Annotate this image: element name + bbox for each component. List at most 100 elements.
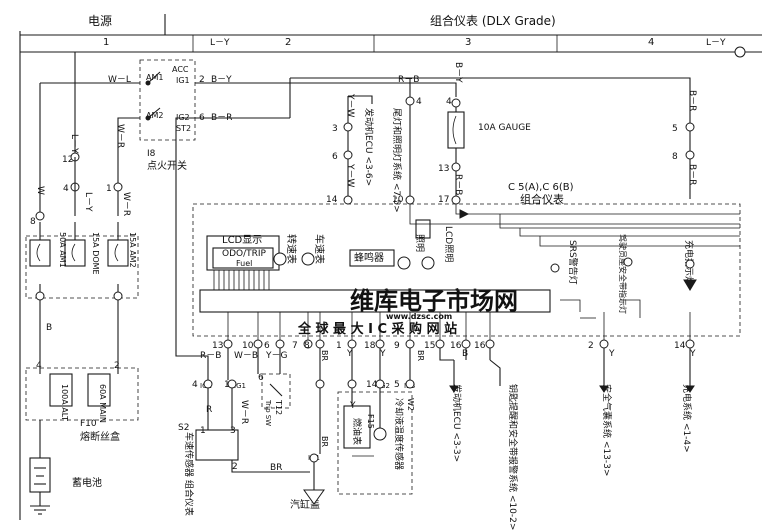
zone-3: 3 <box>465 37 471 48</box>
meter-bottom-pin-4 <box>315 339 325 349</box>
wire-label-br-low-2: BR <box>416 350 425 361</box>
charge-pin-8: 8 <box>672 152 678 162</box>
fuse-box-id: F10 <box>80 419 97 429</box>
meter-pin-17-top: 17 <box>438 195 449 205</box>
meter-top-pin-0 <box>343 195 353 205</box>
wire-label-r-low: R <box>206 405 212 415</box>
zone-1: 1 <box>103 37 109 48</box>
lower-conn-ig1-b: IG1 <box>234 382 246 390</box>
srs-label: SRS警告灯 <box>567 240 579 285</box>
ecu-branch-arrow <box>348 95 373 104</box>
meter-bottom-pin-12 <box>685 339 695 349</box>
ign-contact-2 <box>147 107 161 119</box>
branch-references: 发动机ECU <3-3> 钥匙提醒和安全带报警系统 <10-2> 安全气囊系统 … <box>451 384 693 530</box>
illum-bulb <box>397 256 411 270</box>
battery-body <box>29 457 51 493</box>
branch-airbag: 安全气囊系统 <13-3> <box>601 384 613 476</box>
connector-b <box>35 291 45 301</box>
ground-symbol <box>303 489 325 505</box>
meter-bottom-pin-label-8: 15 <box>424 341 435 351</box>
branch-tail: 尾灯和照明灯系统 <7-5> <box>391 108 403 213</box>
wire-lines <box>19 14 762 520</box>
speed-sensor-name: 车速传感器 组合仪表 <box>183 432 195 516</box>
branch-airbag-arrow <box>599 385 609 393</box>
main-fuse-alt-body <box>49 373 73 407</box>
wire-label-by-gauge: B－Y <box>453 62 463 83</box>
lcd-line1: ODO/TRIP <box>222 249 267 259</box>
meter-bus-2 <box>455 204 740 215</box>
meter-bottom-pin-label-11: 2 <box>588 341 594 351</box>
gauge-fuse-element <box>452 115 457 145</box>
left-connector-3 <box>35 211 45 221</box>
fuel-sender-name: 燃油表 <box>351 418 363 445</box>
wire-label-yw-1: Y－W <box>345 93 355 117</box>
ecu-top-pin-6: 6 <box>332 152 338 162</box>
illum-resistor <box>415 219 431 239</box>
speedo-gauge <box>301 252 315 266</box>
meter-top-pin-1 <box>405 195 415 205</box>
wire-label-ly-right: L－Y <box>706 38 726 48</box>
lower-pin-14: 14 <box>366 380 378 390</box>
meter-body <box>192 203 741 337</box>
meter-bottom-pin-10 <box>485 339 495 349</box>
left-pin-8: 8 <box>30 217 36 227</box>
wire-label-y-low-1: Y <box>346 349 353 359</box>
srs-lamp <box>550 263 560 273</box>
fuse-box-pin-2: 2 <box>114 361 120 371</box>
header-left-title: 电源 <box>88 14 112 28</box>
wire-label-yw-2: Y－W <box>345 163 355 187</box>
buzzer-label: 蜂鸣器 <box>354 251 384 264</box>
lower-connector-4 <box>375 379 385 389</box>
speed-sensor-id: S2 <box>178 423 189 433</box>
ign-term-acc: ACC <box>172 65 189 74</box>
wire-label-wr-low: W－R <box>239 400 249 424</box>
left-pin-1: 1 <box>106 184 112 194</box>
meter-top-diode <box>459 209 470 219</box>
charge-lamp <box>685 259 695 269</box>
wire-label-br-low-1: BR <box>320 350 329 361</box>
meter-bus-5 <box>539 236 740 247</box>
trip-switch-id: T12 <box>274 399 283 415</box>
wire-label-wr-down: W－R <box>115 124 125 148</box>
wire-meter-16a <box>439 348 454 361</box>
meter-pin-14-top: 14 <box>326 195 338 205</box>
trip-switch-contact <box>269 383 283 397</box>
meter-bottom-pin-3 <box>303 339 313 349</box>
ecu-top-conn-6 <box>343 150 353 160</box>
fuel-temp-frame <box>337 391 413 495</box>
meter-bus-4 <box>519 228 740 237</box>
watermark-brand: 维库电子市场网 <box>350 287 518 315</box>
meter-bus-3 <box>499 214 740 229</box>
ign-term-st2: ST2 <box>176 124 191 133</box>
lower-connector-2 <box>315 379 325 389</box>
meter-bottom-pin-1 <box>253 339 263 349</box>
lcd-title: LCD显示 <box>222 234 262 246</box>
branch-charging: 充电系统 <1-4> <box>681 384 693 453</box>
watermark-site: www.dzsc.com <box>386 312 452 321</box>
zone-4: 4 <box>648 37 654 48</box>
meter-bus-1 <box>409 204 740 225</box>
main-fuse-alt: 100A ALT <box>60 384 69 421</box>
left-connector-2 <box>113 182 123 192</box>
wire-label-ly-down: L－Y <box>69 134 79 154</box>
meter-bottom-pin-label-1: 10 <box>242 341 254 351</box>
ground-connector <box>309 453 319 463</box>
ecu-top-pin-3: 3 <box>332 124 338 134</box>
fuse-group-frame <box>25 235 139 299</box>
water-temp-symbol <box>373 427 387 441</box>
ign-pin-2: 2 <box>199 75 205 85</box>
lcd-line2: Fuel <box>236 259 252 268</box>
meter-bottom-pin-label-9: 16 <box>450 341 462 351</box>
speed-sensor-body <box>195 429 239 461</box>
seatbelt-transistor <box>620 299 641 318</box>
meter-bottom-pin-6 <box>375 339 385 349</box>
fuse-column: 50A AM1 15A DOME 15A AM2 B 4 2 100A ALT … <box>36 232 137 489</box>
meter-bottom-pin-5 <box>347 339 357 349</box>
left-connectors: 12 4 1 8 L－Y W－R W L－Y W－R <box>30 124 131 227</box>
seatbelt-lamp <box>623 257 633 267</box>
meter-top-pin-2 <box>451 195 461 205</box>
wire-label-wl: W－L <box>108 75 131 85</box>
header: 电源 组合仪表 (DLX Grade) 1 2 3 4 <box>88 13 654 48</box>
tacho-label: 转速表 <box>285 234 298 264</box>
